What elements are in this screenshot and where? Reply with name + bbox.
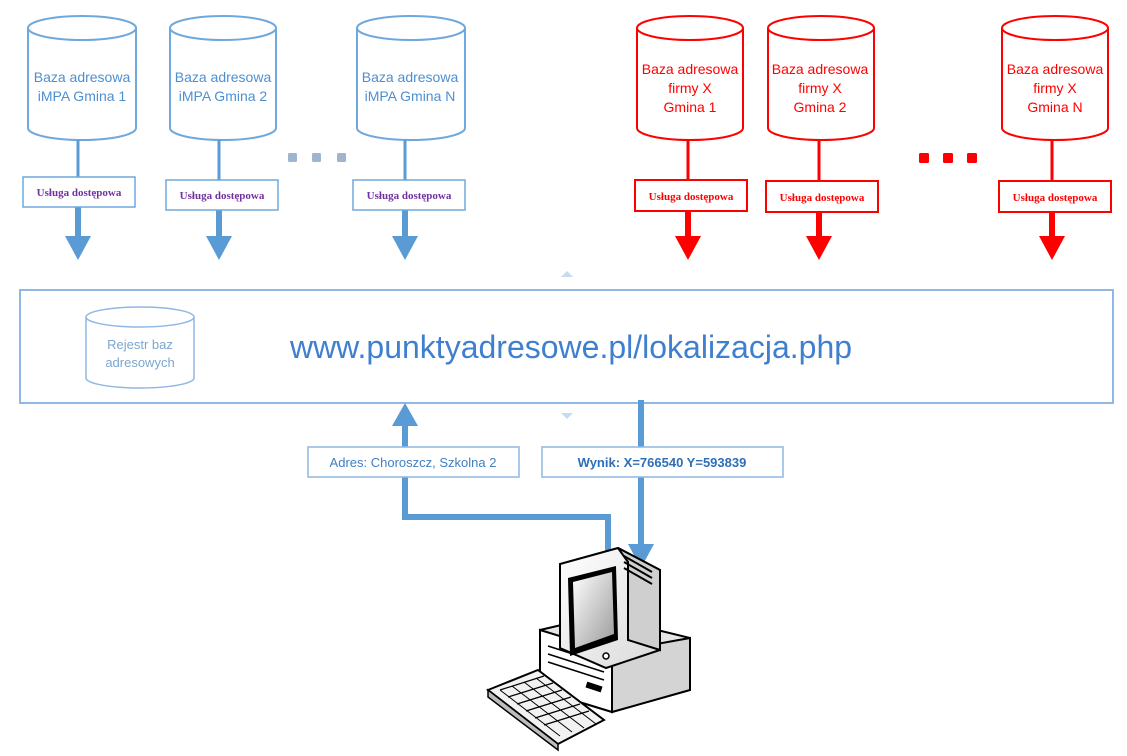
arrow-up-icon: [561, 271, 573, 277]
arrow-down-icon: [806, 236, 832, 260]
database-icon: [356, 15, 466, 141]
result-label: Wynik: X=766540 Y=593839: [578, 455, 747, 470]
impa-database-1-line2: iMPA Gmina 1: [38, 88, 127, 104]
company-access-service-n: Usługa dostępowa: [998, 180, 1112, 213]
impa-access-service-2: Usługa dostępowa: [165, 179, 279, 211]
company-database-1-line3: Gmina 1: [664, 99, 717, 115]
company-database-2-line2: firmy X: [798, 80, 842, 96]
impa-access-service-n: Usługa dostępowa: [352, 179, 466, 211]
impa-access-service-1: Usługa dostępowa: [22, 176, 136, 208]
company-database-n-line3: Gmina N: [1027, 99, 1082, 115]
company-database-n-line1: Baza adresowa: [1007, 61, 1104, 77]
arrow-down-icon: [65, 236, 91, 260]
address-registry-line1: Rejestr baz: [107, 337, 173, 352]
address-registry-line2: adresowych: [105, 355, 174, 370]
impa-database-n-line2: iMPA Gmina N: [365, 88, 456, 104]
arrow-down-icon: [628, 544, 654, 568]
company-database-n-line2: firmy X: [1033, 80, 1077, 96]
monitor-icon: [559, 546, 661, 670]
ellipsis-icon: [919, 153, 977, 163]
company-database-n: Baza adresowa firmy X Gmina N: [1001, 15, 1109, 141]
impa-connector-1: [65, 140, 91, 260]
request-flow: [392, 403, 611, 562]
database-icon: [85, 306, 195, 389]
request-label-box: Adres: Choroszcz, Szkolna 2: [307, 446, 520, 478]
company-access-service-1-label: Usługa dostępowa: [649, 191, 734, 203]
impa-database-1-line1: Baza adresowa: [34, 69, 131, 85]
company-connector-2: [806, 140, 832, 260]
ellipsis-icon: [288, 153, 346, 162]
database-icon: [169, 15, 277, 141]
impa-access-service-2-label: Usługa dostępowa: [180, 190, 265, 202]
company-database-1-line1: Baza adresowa: [642, 61, 739, 77]
arrow-down-icon: [1039, 236, 1065, 260]
company-database-2: Baza adresowa firmy X Gmina 2: [767, 15, 875, 141]
arrow-down-icon: [561, 413, 573, 419]
impa-database-2: Baza adresowa iMPA Gmina 2: [169, 15, 277, 141]
database-icon: [27, 15, 137, 141]
impa-database-n: Baza adresowa iMPA Gmina N: [356, 15, 466, 141]
keyboard-icon: [486, 668, 606, 752]
database-icon: [1001, 15, 1109, 141]
impa-database-1: Baza adresowa iMPA Gmina 1: [27, 15, 137, 141]
impa-database-2-line1: Baza adresowa: [175, 69, 272, 85]
company-database-2-line1: Baza adresowa: [772, 61, 869, 77]
database-icon: [767, 15, 875, 141]
company-connector-n: [1039, 140, 1065, 260]
arrow-down-icon: [392, 236, 418, 260]
database-icon: [636, 15, 744, 141]
company-access-service-2: Usługa dostępowa: [765, 180, 879, 213]
impa-access-service-n-label: Usługa dostępowa: [367, 190, 452, 202]
company-access-service-2-label: Usługa dostępowa: [780, 192, 865, 204]
arrow-down-icon: [206, 236, 232, 260]
result-flow: [628, 400, 654, 568]
portal-url: www.punktyadresowe.pl/lokalizacja.php: [289, 329, 852, 365]
impa-database-2-line2: iMPA Gmina 2: [179, 88, 268, 104]
address-registry: Rejestr baz adresowych: [85, 306, 195, 389]
company-access-service-n-label: Usługa dostępowa: [1013, 192, 1098, 204]
impa-connector-2: [206, 140, 232, 260]
computer-icon: [486, 546, 691, 752]
company-connector-1: [675, 140, 701, 260]
company-access-service-1: Usługa dostępowa: [634, 179, 748, 212]
impa-access-service-1-label: Usługa dostępowa: [37, 187, 122, 199]
impa-connector-n: [392, 140, 418, 260]
company-database-1: Baza adresowa firmy X Gmina 1: [636, 15, 744, 141]
company-database-1-line2: firmy X: [668, 80, 712, 96]
arrow-down-icon: [675, 236, 701, 260]
portal-box: [19, 271, 1114, 419]
arrow-up-icon: [392, 403, 418, 426]
result-label-box: Wynik: X=766540 Y=593839: [541, 446, 784, 478]
impa-database-n-line1: Baza adresowa: [362, 69, 459, 85]
request-label: Adres: Choroszcz, Szkolna 2: [330, 455, 497, 470]
company-database-2-line3: Gmina 2: [794, 99, 847, 115]
